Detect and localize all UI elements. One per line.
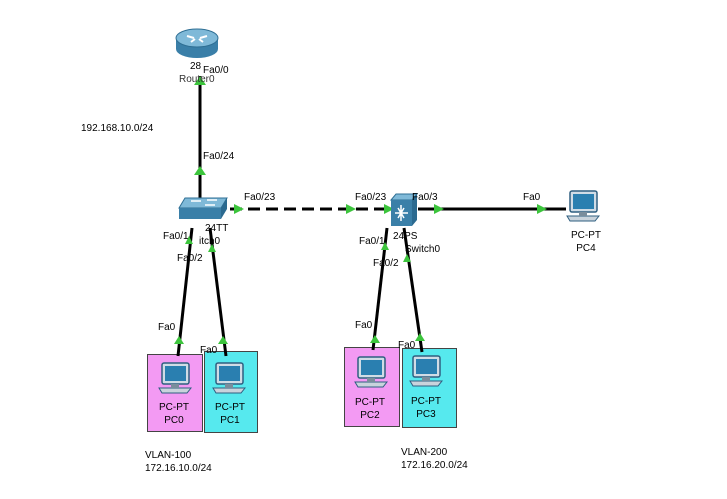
port-up-pc1-fa0 — [218, 336, 228, 344]
port-up-switch1-fa023-b — [384, 204, 394, 214]
pc0-icon[interactable] — [158, 362, 193, 394]
switch0-model-partial: 24TT — [205, 223, 229, 234]
switch1-icon[interactable] — [389, 193, 419, 229]
switch1-model-partial: 24PS — [393, 231, 418, 242]
port-up-switch1-fa02 — [403, 254, 411, 262]
switch0-port-fa023: Fa0/23 — [244, 192, 276, 203]
vlan100-name: VLAN-100 — [145, 450, 192, 461]
pc0-type-label: PC-PT — [159, 402, 189, 413]
switch0-port-fa02: Fa0/2 — [177, 253, 203, 264]
port-up-switch1-fa01 — [381, 242, 389, 250]
pc1-icon[interactable] — [212, 362, 247, 394]
router-name: Router0 — [179, 74, 215, 85]
pc0-port-fa0: Fa0 — [158, 322, 176, 333]
router-network-label: 192.168.10.0/24 — [81, 123, 154, 134]
switch0-icon[interactable] — [177, 196, 229, 222]
vlan100-subnet: 172.16.10.0/24 — [145, 463, 212, 474]
switch0-name-partial: itch0 — [199, 236, 221, 247]
router-icon[interactable] — [173, 26, 221, 60]
port-up-switch0-fa023 — [234, 204, 244, 214]
switch1-port-fa01: Fa0/1 — [359, 236, 385, 247]
pc0-name-label: PC0 — [164, 415, 184, 426]
router-port-fa00: Fa0/0 — [203, 65, 229, 76]
pc4-port-fa0: Fa0 — [523, 192, 541, 203]
pc2-icon[interactable] — [354, 356, 389, 388]
pc3-icon[interactable] — [409, 355, 444, 387]
pc1-name-label: PC1 — [220, 415, 240, 426]
pc4-name-label: PC4 — [576, 243, 596, 254]
switch0-port-fa01: Fa0/1 — [163, 231, 189, 242]
port-up-pc4-fa0 — [537, 204, 547, 214]
switch1-name-partial: Switch0 — [405, 244, 441, 255]
port-up-switch0-fa02 — [208, 244, 216, 252]
vlan200-name: VLAN-200 — [401, 447, 448, 458]
port-up-router-fa00 — [194, 76, 206, 85]
pc1-type-label: PC-PT — [215, 402, 245, 413]
port-up-pc0-fa0 — [174, 336, 184, 344]
pc4-icon[interactable] — [566, 190, 601, 222]
vlan200-pc3-box — [402, 348, 457, 428]
pc4-type-label: PC-PT — [571, 230, 601, 241]
pc2-type-label: PC-PT — [355, 397, 385, 408]
switch1-port-fa023: Fa0/23 — [355, 192, 387, 203]
switch1-port-fa03: Fa0/3 — [412, 192, 438, 203]
link-switch0-pc0 — [176, 227, 194, 357]
pc2-name-label: PC2 — [360, 410, 380, 421]
pc3-name-label: PC3 — [416, 409, 436, 420]
switch1-port-fa02: Fa0/2 — [373, 258, 399, 269]
switch0-port-fa024: Fa0/24 — [203, 151, 235, 162]
router-name-partial: 28 — [190, 61, 202, 72]
port-indicators — [174, 76, 547, 344]
pc3-type-label: PC-PT — [411, 396, 441, 407]
pc1-port-fa0: Fa0 — [200, 345, 218, 356]
port-up-switch1-fa023-a — [346, 204, 356, 214]
port-up-switch0-fa01 — [185, 236, 193, 244]
port-up-switch1-fa03 — [434, 204, 444, 214]
port-up-pc2-fa0 — [370, 335, 380, 343]
pc3-port-fa0: Fa0 — [398, 340, 416, 351]
vlan200-subnet: 172.16.20.0/24 — [401, 460, 468, 471]
port-up-pc3-fa0 — [415, 333, 425, 341]
port-up-switch0-fa024 — [194, 166, 206, 175]
pc2-port-fa0: Fa0 — [355, 320, 373, 331]
link-switch1-pc3 — [402, 227, 424, 353]
